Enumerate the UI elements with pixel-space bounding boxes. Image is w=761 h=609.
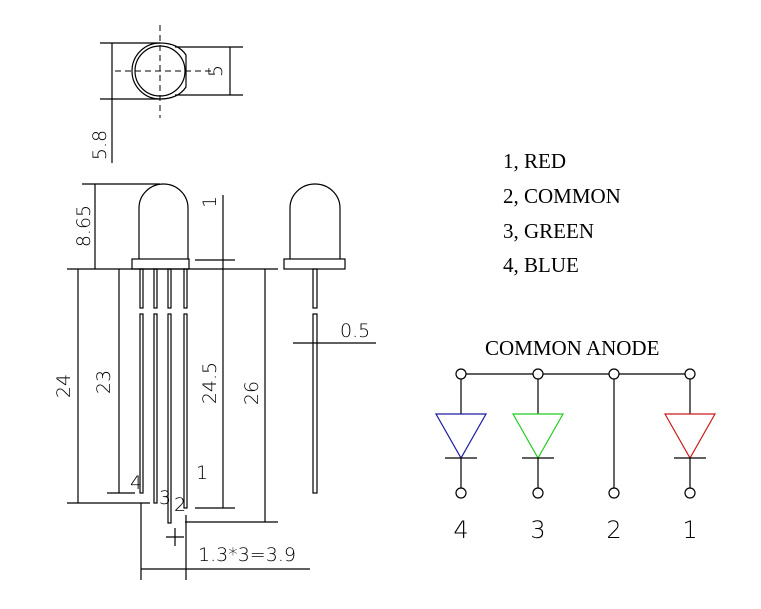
pin-terminal	[532, 487, 544, 499]
legend-item: 1, RED	[503, 149, 566, 173]
top-view: 5 5.8	[89, 25, 243, 163]
dim-flange-diameter: 5.8	[89, 130, 111, 160]
junction-node	[608, 368, 620, 380]
pin-label-3: 3	[159, 487, 171, 509]
dim-26: 26	[241, 381, 263, 405]
schematic-pin-label: 2	[606, 516, 621, 544]
junction-node	[455, 368, 467, 380]
pin-terminal	[608, 487, 620, 499]
pin-terminal	[455, 487, 467, 499]
side-profile-view: 0.5	[283, 183, 376, 494]
pin-label-2: 2	[174, 494, 186, 516]
schematic-pin-label: 1	[682, 516, 697, 544]
schematic-pin-label: 3	[530, 516, 545, 544]
leads	[139, 268, 188, 524]
dim-lead-width: 0.5	[340, 320, 370, 342]
junction-node	[684, 368, 696, 380]
diode-triangle	[511, 413, 565, 460]
dim-lens-height: 8.65	[73, 205, 95, 247]
dim-24: 24	[53, 374, 75, 398]
front-view: 8.65 24 23 1 24.5 26 1.3*3=3.9 4 3 2 1	[53, 183, 310, 580]
schematic: COMMON ANODE 4 3 2 1	[434, 336, 717, 544]
pin-label-1: 1	[196, 462, 208, 484]
pin-terminal	[684, 487, 696, 499]
lens-dome	[138, 183, 189, 259]
legend-item: 2, COMMON	[503, 184, 621, 208]
schematic-title: COMMON ANODE	[485, 336, 659, 360]
dim-flange-thickness: 1	[199, 196, 221, 208]
diode-triangle	[434, 413, 488, 460]
schematic-pin-label: 4	[453, 516, 468, 544]
pin-legend: 1, RED 2, COMMON 3, GREEN 4, BLUE	[503, 149, 621, 277]
legend-item: 4, BLUE	[503, 253, 579, 277]
legend-item: 3, GREEN	[503, 219, 594, 243]
junction-node	[532, 368, 544, 380]
dim-23: 23	[93, 370, 115, 394]
dim-pitch: 1.3*3=3.9	[198, 544, 296, 566]
dim-body-diameter: 5	[205, 65, 227, 77]
flange	[131, 258, 190, 270]
diode-triangle	[663, 413, 717, 460]
pin-label-4: 4	[130, 472, 142, 494]
dim-24-5: 24.5	[199, 362, 221, 404]
